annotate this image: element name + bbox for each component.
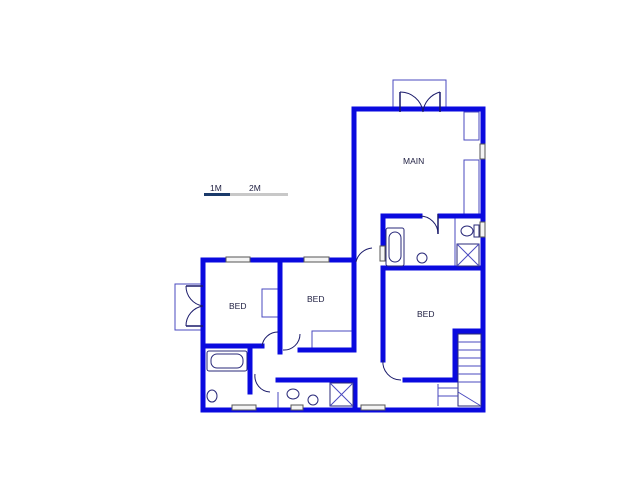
- room-label-bed-left: BED: [229, 301, 246, 311]
- room-label-bed-center: BED: [307, 294, 324, 304]
- door-bed-left-arc: [261, 331, 279, 347]
- bed-center-closet: [311, 330, 352, 348]
- left-toilet: [206, 389, 218, 403]
- wall-bed-center-right: [297, 259, 357, 353]
- scale-bar: 1M 2M: [204, 183, 288, 196]
- door-balcony-left-arc-bottom: [185, 305, 204, 327]
- scale-bar-dark-segment: [204, 193, 230, 196]
- left-bathtub-inner: [210, 353, 244, 369]
- windows: [225, 143, 486, 411]
- main-closet-bottom: [463, 159, 480, 215]
- wall-bath-bottom-top: [275, 377, 358, 413]
- ensuite-basin: [416, 252, 428, 264]
- door-main-hall-arc: [355, 247, 373, 263]
- bottom-shower-diag-2: [329, 382, 354, 407]
- window-bed-center-top: [303, 256, 330, 263]
- door-main-top-right-arc: [422, 91, 441, 113]
- left-balcony: [174, 283, 203, 331]
- doors: [185, 91, 441, 393]
- window-ensuite-left: [379, 245, 386, 262]
- scale-label-1m: 1M: [210, 183, 222, 193]
- window-ensuite-right: [479, 221, 486, 238]
- staircase: [437, 333, 482, 407]
- wall-bed-right-bottom: [402, 328, 486, 383]
- scale-label-2m: 2M: [249, 183, 261, 193]
- walls: [200, 106, 486, 413]
- top-balcony: [392, 79, 447, 109]
- scale-bar-light-segment: [230, 193, 288, 196]
- window-main-right: [479, 143, 486, 160]
- fixtures: [206, 224, 482, 407]
- window-bed-left-top: [225, 256, 251, 263]
- window-bottom-left: [231, 404, 257, 411]
- room-label-bed-right: BED: [417, 309, 434, 319]
- bottom-toilet: [286, 388, 300, 400]
- window-bath-bottom: [290, 404, 304, 411]
- door-ensuite-arc: [419, 215, 439, 235]
- ensuite-bathtub-inner: [388, 231, 402, 263]
- door-balcony-left-arc-top: [185, 285, 204, 307]
- door-bed-center-arc: [282, 333, 301, 351]
- ensuite-toilet-tank: [473, 224, 480, 238]
- bottom-basin: [307, 394, 319, 406]
- balcony-outlines: [174, 79, 447, 331]
- door-main-top-left-arc: [399, 91, 424, 113]
- bed-left-closet: [261, 288, 279, 318]
- room-label-main: MAIN: [403, 156, 424, 166]
- ensuite-toilet: [460, 225, 474, 237]
- stairs-outline: [457, 333, 482, 407]
- window-bottom-right: [360, 404, 386, 411]
- door-bath-left-arc: [254, 373, 271, 393]
- ensuite-shower-diag-2: [456, 243, 480, 267]
- room-labels: MAIN BED BED BED: [229, 156, 434, 319]
- main-closet-top: [463, 111, 480, 141]
- door-bed-right-arc: [382, 359, 402, 381]
- stair-step: [457, 391, 482, 407]
